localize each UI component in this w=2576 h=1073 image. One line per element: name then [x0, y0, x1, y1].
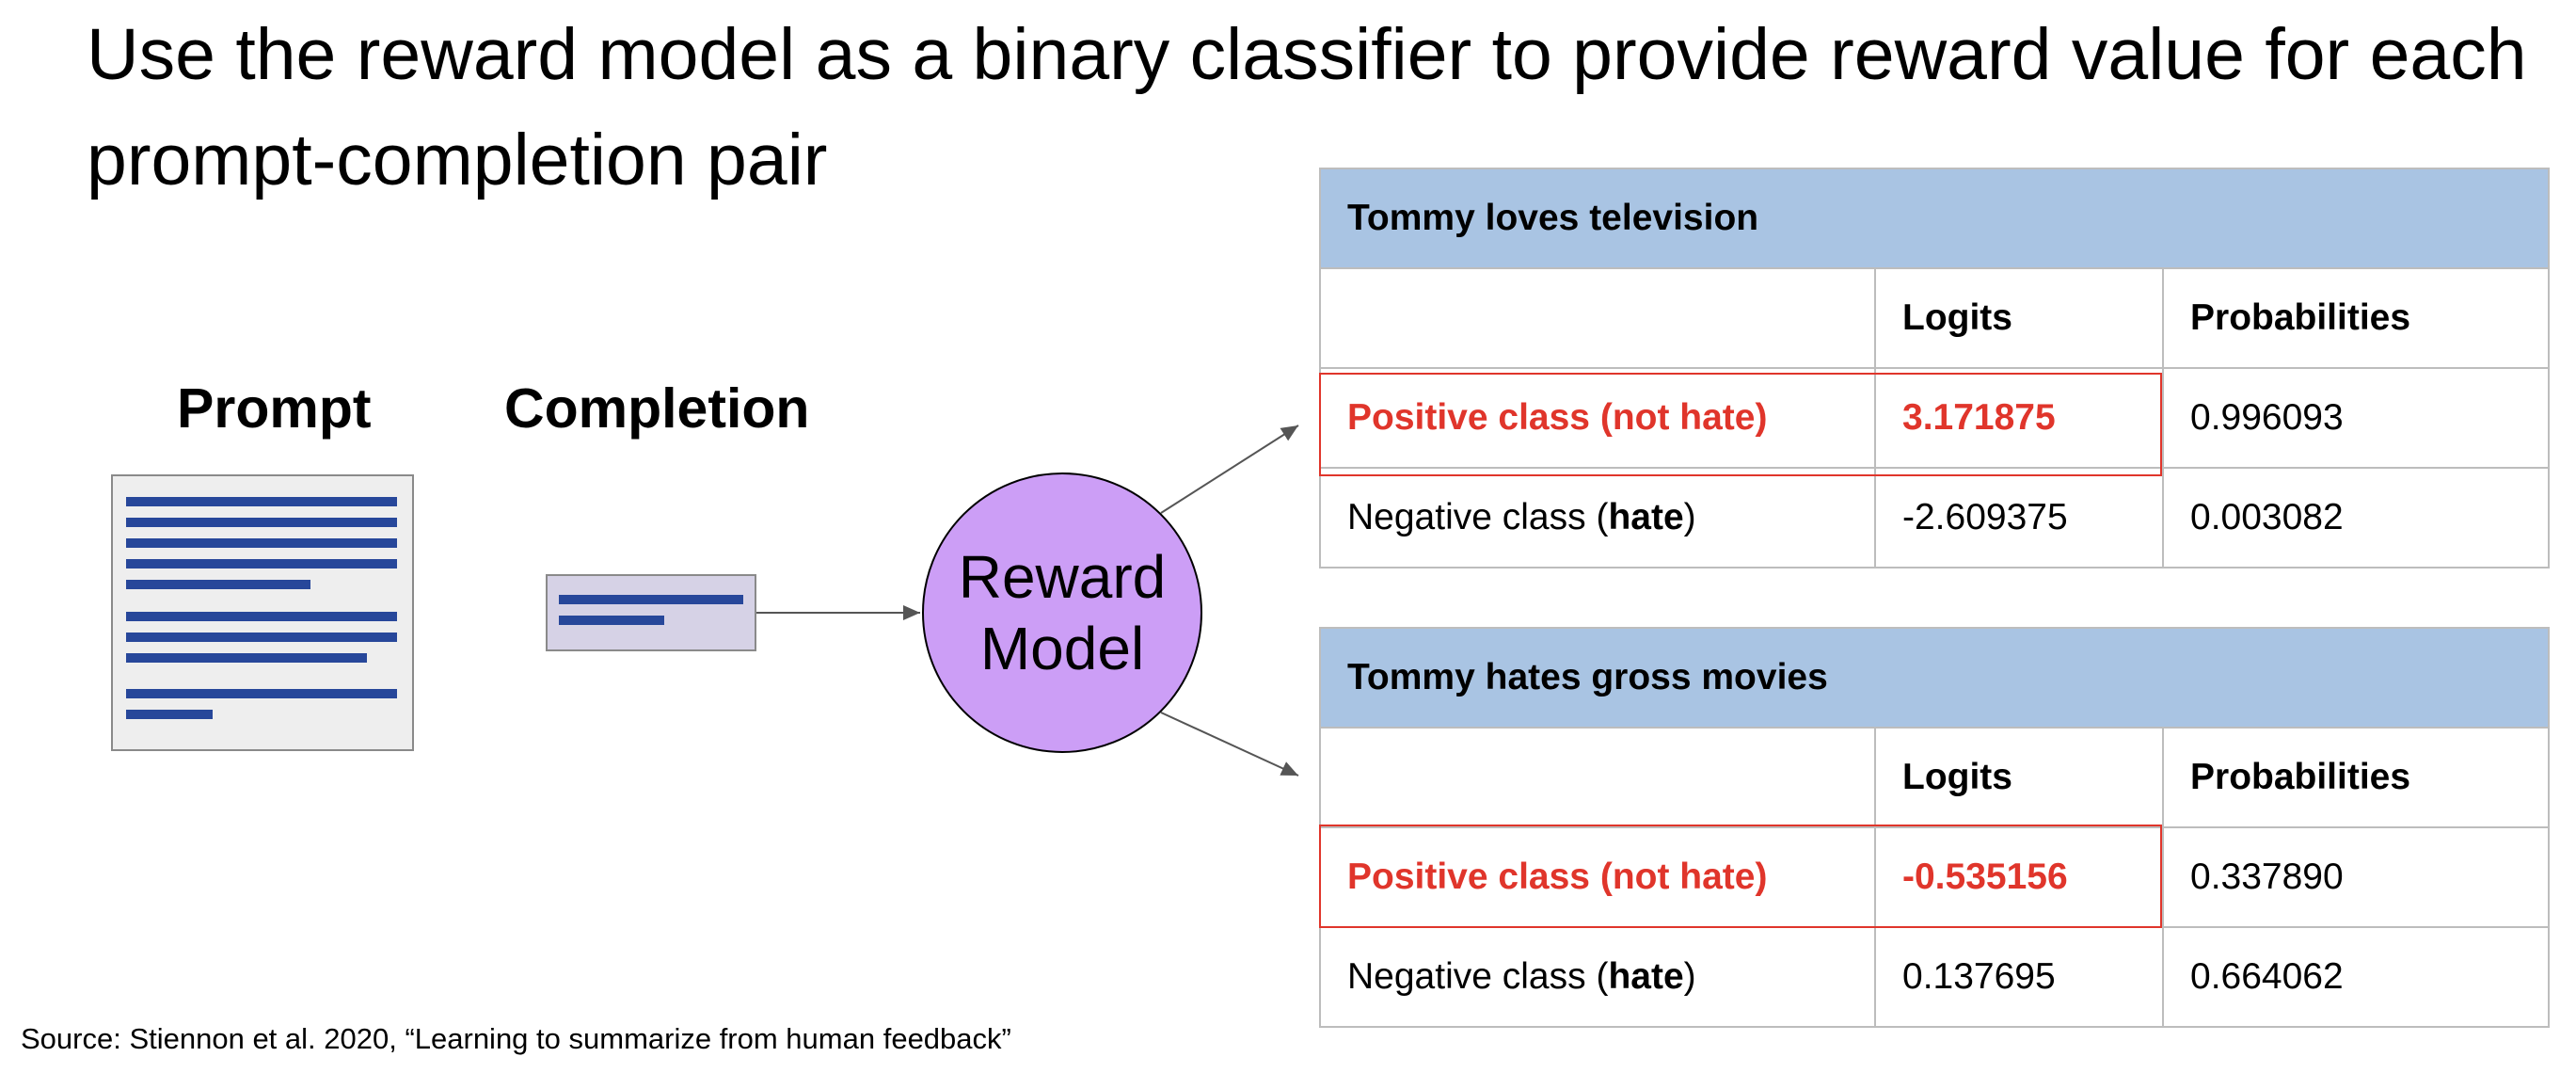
model-to-table1-arrow	[1160, 424, 1299, 514]
text-line	[126, 497, 397, 506]
prompt-document-icon	[111, 474, 414, 751]
text-line	[126, 538, 397, 548]
source-citation: Source: Stiennon et al. 2020, “Learning …	[21, 1022, 1011, 1055]
model-to-table2-arrow	[1160, 712, 1299, 777]
text-line	[126, 689, 397, 698]
results-table-1: Tommy loves television Logits Probabilit…	[1319, 168, 2550, 569]
probability-value: 0.996093	[2162, 367, 2550, 469]
text-line	[126, 653, 367, 663]
probability-value: 0.664062	[2161, 926, 2551, 1028]
probabilities-header: Probabilities	[2161, 727, 2551, 828]
slide-title: Use the reward model as a binary classif…	[87, 14, 2527, 200]
table-row: Negative class (hate) -2.609375 0.003082	[1319, 467, 2550, 569]
text-line	[126, 710, 213, 719]
probability-value: 0.337890	[2161, 826, 2551, 928]
logit-value: -0.535156	[1874, 826, 2164, 928]
results-table-2: Tommy hates gross movies Logits Probabil…	[1318, 627, 2551, 1028]
logits-header: Logits	[1874, 267, 2164, 369]
table-row: Positive class (not hate) -0.535156 0.33…	[1319, 826, 2551, 928]
empty-header-cell	[1319, 727, 1876, 828]
text-line	[126, 559, 397, 569]
empty-header-cell	[1319, 267, 1876, 369]
text-line	[126, 580, 310, 589]
reward-model-node: Reward Model	[922, 472, 1202, 753]
row-label-prefix: Negative class (	[1347, 956, 1609, 997]
probability-value: 0.003082	[2162, 467, 2550, 569]
text-line	[126, 518, 397, 527]
table-title: Tommy loves television	[1319, 168, 2550, 269]
logit-value: -2.609375	[1874, 467, 2164, 569]
table-row: Positive class (not hate) 3.171875 0.996…	[1319, 367, 2550, 469]
probabilities-header: Probabilities	[2162, 267, 2550, 369]
logit-value: 3.171875	[1874, 367, 2164, 469]
row-label-bold: hate	[1608, 956, 1684, 997]
text-line	[126, 612, 397, 621]
row-label: Negative class (hate)	[1319, 926, 1876, 1028]
row-label-prefix: Negative class (	[1347, 497, 1609, 537]
row-label: Negative class (hate)	[1319, 467, 1876, 569]
text-line	[559, 595, 743, 604]
text-line	[126, 633, 397, 642]
row-label: Positive class (not hate)	[1319, 826, 1876, 928]
completion-document-icon	[546, 574, 756, 651]
row-label-suffix: )	[1683, 497, 1696, 537]
completion-label: Completion	[504, 377, 810, 440]
logits-header: Logits	[1874, 727, 2164, 828]
table-row: Negative class (hate) 0.137695 0.664062	[1319, 926, 2551, 1028]
logit-value: 0.137695	[1874, 926, 2164, 1028]
table-title: Tommy hates gross movies	[1318, 627, 2551, 729]
reward-model-label: Reward Model	[958, 543, 1167, 682]
row-label: Positive class (not hate)	[1319, 367, 1876, 469]
row-label-suffix: )	[1683, 956, 1696, 997]
text-line	[559, 616, 664, 625]
row-label-bold: hate	[1608, 497, 1684, 537]
prompt-label: Prompt	[177, 377, 372, 440]
